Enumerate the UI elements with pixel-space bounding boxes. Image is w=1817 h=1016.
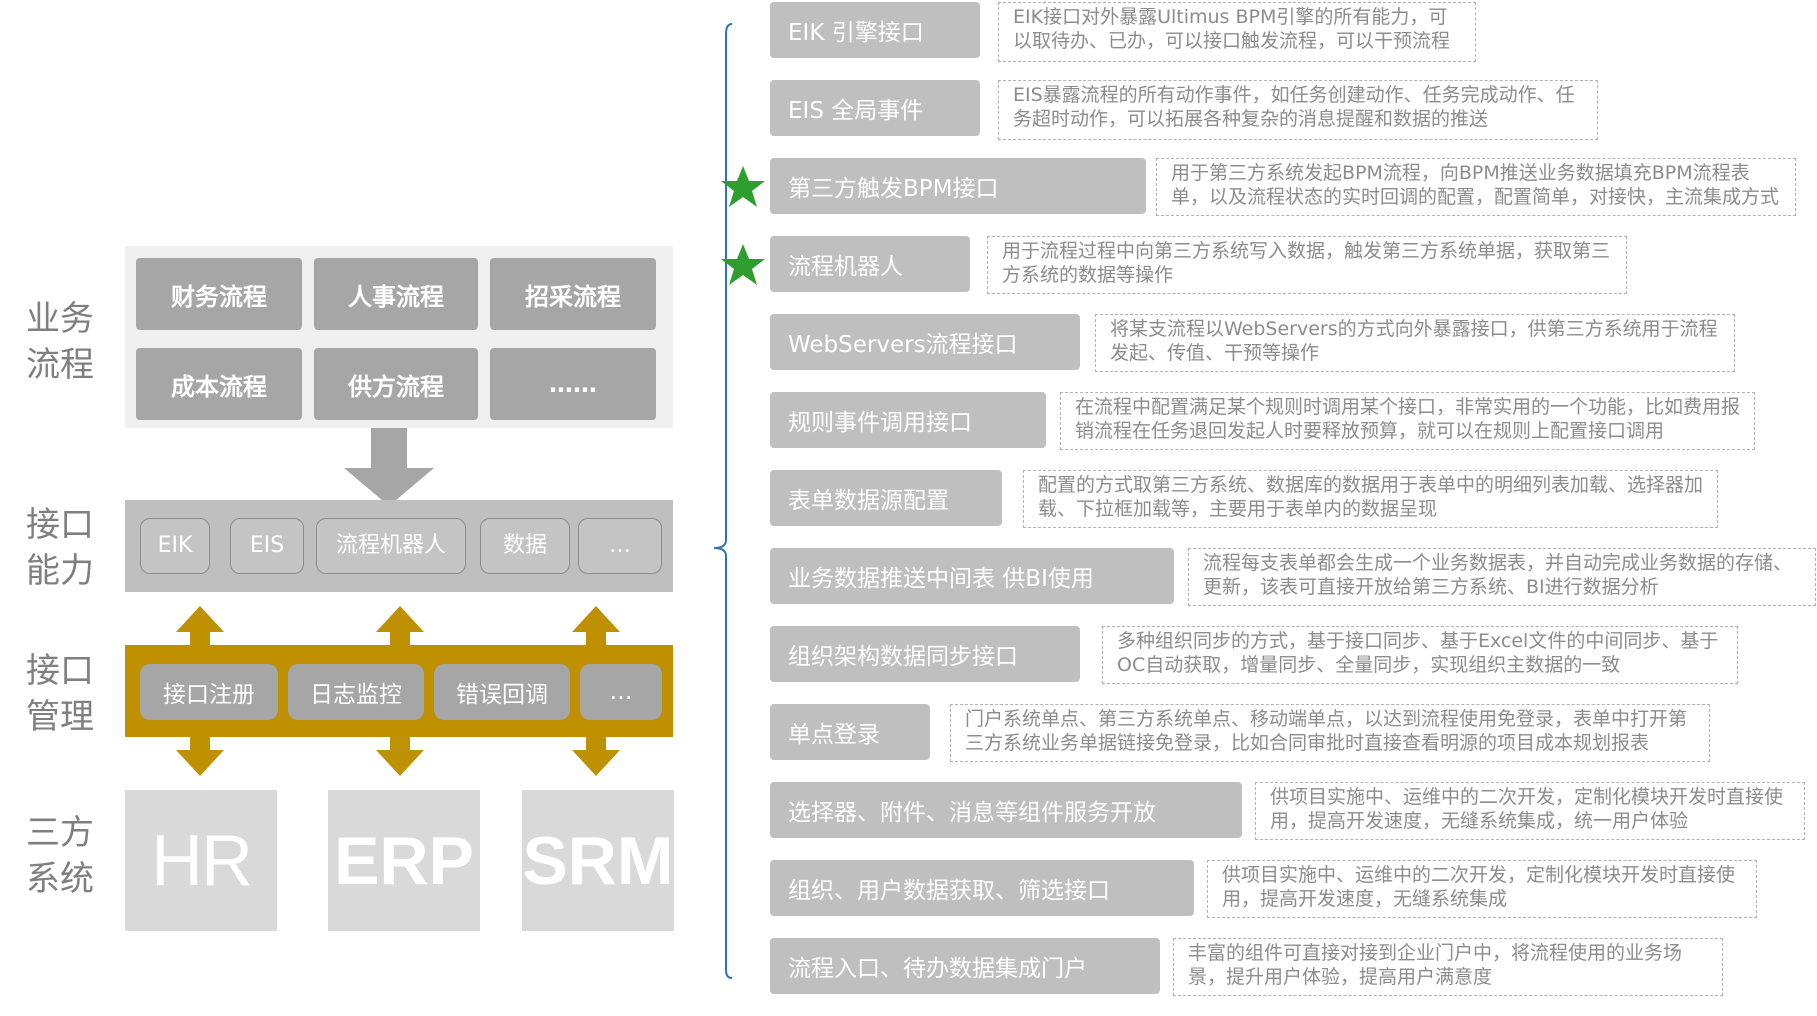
interface-title: WebServers流程接口	[770, 314, 1080, 370]
mgmt-item-more: …	[580, 664, 662, 720]
interface-title: 第三方触发BPM接口	[770, 158, 1146, 214]
interface-description: 将某支流程以WebServers的方式向外暴露接口，供第三方系统用于流程发起、传…	[1095, 314, 1735, 372]
interface-description: 配置的方式取第三方系统、数据库的数据用于表单中的明细列表加载、选择器加载、下拉框…	[1023, 470, 1718, 528]
interface-title: EIS 全局事件	[770, 80, 980, 136]
interface-description: EIS暴露流程的所有动作事件，如任务创建动作、任务完成动作、任务超时动作，可以拓…	[998, 80, 1598, 140]
label-capability-text: 接口 能力	[26, 505, 94, 591]
cap-item-eis: EIS	[230, 518, 304, 574]
interface-description: 供项目实施中、运维中的二次开发，定制化模块开发时直接使用，提高开发速度，无缝系统…	[1207, 860, 1757, 918]
label-management-text: 接口 管理	[26, 651, 94, 737]
label-business-text: 业务 流程	[26, 299, 94, 385]
biz-item-cost: 成本流程	[136, 348, 302, 420]
cap-item-robot: 流程机器人	[316, 518, 466, 574]
interface-title: 选择器、附件、消息等组件服务开放	[770, 782, 1242, 838]
interface-description: 供项目实施中、运维中的二次开发，定制化模块开发时直接使用，提高开发速度，无缝系统…	[1255, 782, 1805, 840]
label-management: 接口 管理	[15, 648, 105, 740]
interface-description: 流程每支表单都会生成一个业务数据表，并自动完成业务数据的存储、更新，该表可直接开…	[1188, 548, 1816, 606]
biz-item-procurement: 招采流程	[490, 258, 656, 330]
interface-title: 表单数据源配置	[770, 470, 1002, 526]
interface-title: 组织、用户数据获取、筛选接口	[770, 860, 1194, 916]
interface-title: EIK 引擎接口	[770, 2, 980, 58]
cap-item-eik: EIK	[140, 518, 210, 574]
interface-description: 多种组织同步的方式，基于接口同步、基于Excel文件的中间同步、基于OC自动获取…	[1102, 626, 1738, 684]
interface-title: 流程入口、待办数据集成门户	[770, 938, 1160, 994]
interface-title: 流程机器人	[770, 236, 970, 292]
interface-description: 用于第三方系统发起BPM流程，向BPM推送业务数据填充BPM流程表单，以及流程状…	[1156, 158, 1796, 216]
mgmt-item-error-callback: 错误回调	[434, 664, 570, 720]
biz-item-finance: 财务流程	[136, 258, 302, 330]
label-systems: 三方 系统	[15, 810, 105, 902]
interface-description: 在流程中配置满足某个规则时调用某个接口，非常实用的一个功能，比如费用报销流程在任…	[1060, 392, 1755, 450]
system-srm: SRM	[522, 790, 674, 931]
biz-item-more: ……	[490, 348, 656, 420]
mgmt-item-log-monitor: 日志监控	[288, 664, 424, 720]
star-icon	[721, 166, 765, 207]
interface-description: 丰富的组件可直接对接到企业门户中，将流程使用的业务场景，提升用户体验，提高用户满…	[1173, 938, 1723, 996]
biz-item-hr: 人事流程	[314, 258, 478, 330]
biz-item-supplier: 供方流程	[314, 348, 478, 420]
label-systems-text: 三方 系统	[26, 813, 94, 899]
interface-title: 规则事件调用接口	[770, 392, 1046, 448]
interface-description: EIK接口对外暴露Ultimus BPM引擎的所有能力，可以取待办、已办，可以接…	[998, 2, 1476, 62]
label-business: 业务 流程	[15, 296, 105, 388]
interface-description: 用于流程过程中向第三方系统写入数据，触发第三方系统单据，获取第三方系统的数据等操…	[987, 236, 1627, 294]
cap-item-data: 数据	[480, 518, 570, 574]
bracket	[713, 23, 733, 979]
cap-item-more: …	[578, 518, 662, 574]
system-hr: HR	[125, 790, 277, 931]
system-erp: ERP	[328, 790, 480, 931]
down-arrow-icon	[344, 428, 434, 506]
label-capability: 接口 能力	[15, 502, 105, 594]
interface-title: 单点登录	[770, 704, 930, 760]
interface-title: 业务数据推送中间表 供BI使用	[770, 548, 1174, 604]
mgmt-item-register: 接口注册	[140, 664, 278, 720]
interface-title: 组织架构数据同步接口	[770, 626, 1080, 682]
interface-description: 门户系统单点、第三方系统单点、移动端单点，以达到流程使用免登录，表单中打开第三方…	[950, 704, 1710, 762]
star-icon	[721, 244, 765, 285]
